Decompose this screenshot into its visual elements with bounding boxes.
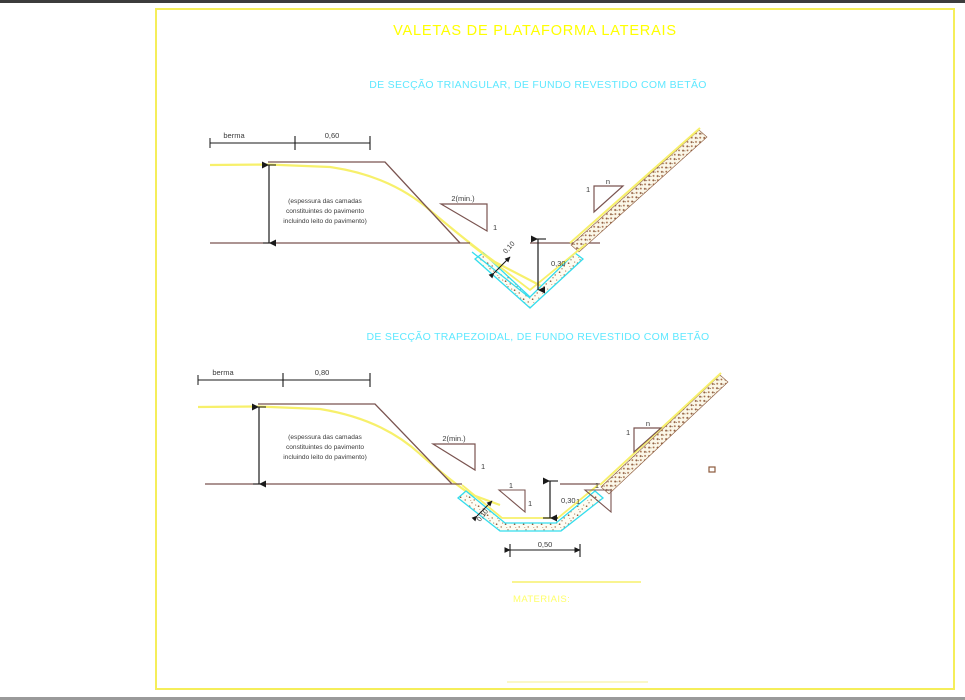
slope-ratio-top-1: 2(min.) (451, 194, 475, 203)
lining-thickness-label-1: 0,10 (502, 240, 516, 255)
pavement-thickness-dimension-2 (251, 403, 267, 488)
pavement-surface-line-2 (197, 405, 501, 507)
svg-text:constituintes do pavimento: constituintes do pavimento (286, 208, 364, 215)
ditch-depth-dimension-2: 0,30 (542, 477, 576, 522)
embankment-slope-1 (569, 127, 708, 253)
svg-text:(espessura das camadas: (espessura das camadas (288, 198, 362, 205)
embankment-n-label-2: n (646, 419, 650, 428)
slope-triangle-left-1: 2(min.) 1 (438, 194, 497, 233)
inner-slope-triangle-right-2: 1 1 (576, 481, 612, 514)
inner-slope-left-side-label: 1 (528, 499, 532, 508)
section-1-subtitle: DE SECÇÃO TRIANGULAR, DE FUNDO REVESTIDO… (369, 78, 706, 91)
subgrade-top-line-2 (258, 403, 453, 485)
sheet-border (155, 8, 955, 690)
slope-triangle-embankment-1: n 1 (586, 177, 625, 214)
ditch-depth-label-2: 0,30 (561, 496, 576, 505)
inner-slope-triangle-left-2: 1 1 (497, 481, 532, 514)
window-top-edge (0, 0, 965, 3)
inner-slope-left-top-label: 1 (509, 481, 513, 490)
ditch-depth-dimension-1: 0,30 (530, 235, 566, 294)
inner-slope-right-top-label: 1 (595, 481, 599, 490)
svg-text:incluindo leito do pavimento): incluindo leito do pavimento) (283, 218, 367, 225)
embankment-slope-2 (599, 372, 729, 495)
ditch-bottom-width-label: 0,50 (538, 540, 553, 549)
slope-ratio-top-2: 2(min.) (442, 434, 466, 443)
pavement-note-2: (espessura das camadas constituintes do … (283, 434, 367, 461)
ditch-depth-label-1: 0,30 (551, 259, 566, 268)
berma-label-1: berma (223, 131, 245, 140)
section-2-subtitle: DE SECÇÃO TRAPEZOIDAL, DE FUNDO REVESTID… (367, 330, 710, 343)
embankment-one-label-1: 1 (586, 185, 590, 194)
inner-slope-right-side-label: 1 (576, 497, 580, 506)
annotation-marker-dot (708, 466, 716, 473)
berma-label-2: berma (212, 368, 234, 377)
materials-footer: MATERIAIS: (507, 581, 648, 683)
section-triangular: berma 0,60 (espessura das camadas consti… (209, 127, 708, 309)
ditch-bottom-width-dimension: 0,50 (504, 540, 581, 557)
embankment-one-label-2: 1 (626, 428, 630, 437)
pavement-thickness-dimension-1 (261, 161, 277, 247)
svg-text:constituintes do pavimento: constituintes do pavimento (286, 444, 364, 451)
page-title: VALETAS DE PLATAFORMA LATERAIS (393, 23, 677, 39)
embankment-n-label-1: n (606, 177, 610, 186)
slope-ratio-side-1: 1 (493, 223, 497, 232)
berma-dimension-chain-1: berma 0,60 (209, 131, 371, 150)
slope-triangle-embankment-2: n 1 (626, 419, 663, 454)
materials-label: MATERIAIS: (513, 594, 570, 605)
subgrade-top-line-1 (268, 161, 461, 244)
pavement-note-1: (espessura das camadas constituintes do … (283, 198, 367, 225)
svg-text:(espessura das camadas: (espessura das camadas (288, 434, 362, 441)
slope-triangle-left-2: 2(min.) 1 (430, 434, 485, 472)
svg-text:incluindo leito do pavimento): incluindo leito do pavimento) (283, 454, 367, 461)
berma-width-1: 0,60 (325, 131, 340, 140)
slope-ratio-side-2: 1 (481, 462, 485, 471)
berma-width-2: 0,80 (315, 368, 330, 377)
berma-dimension-chain-2: berma 0,80 (197, 368, 371, 387)
window-bottom-edge (0, 697, 965, 700)
section-trapezoidal: berma 0,80 (espessura das camadas consti… (197, 368, 729, 557)
